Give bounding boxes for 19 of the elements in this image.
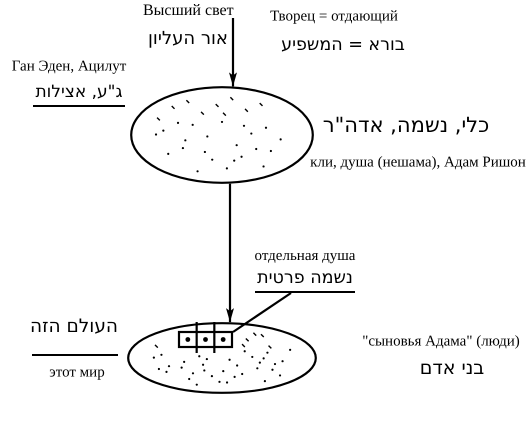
dotted-ellipse: [127, 322, 317, 394]
text-label: отдельная душа: [254, 247, 356, 266]
text-label: כלי, נשמה, אדה"ר: [322, 112, 490, 138]
text-label: "сыновья Адама" (люди): [362, 332, 520, 352]
arrow: [229, 18, 237, 86]
text-label: этот мир: [49, 364, 105, 382]
text-label: בני אדם: [420, 356, 484, 380]
leader-line: [232, 292, 292, 333]
cell-strip: [178, 322, 233, 353]
text-label: Высший свет: [143, 2, 233, 20]
underlined-label: ג"ע, אצילות: [33, 80, 125, 107]
text-label: кли, душа (нешама), Адам Ришон: [310, 154, 526, 172]
text-label: Творец = отдающий: [270, 8, 398, 26]
underlined-label: נשמה פרטית: [255, 266, 355, 293]
text-label: Ган Эден, Ацилут: [12, 58, 126, 76]
text-label: בורא = המשפיע: [281, 34, 405, 56]
text-label: אור העליון: [147, 27, 229, 51]
arrow: [226, 184, 234, 322]
underlined-label: העולם הזה: [32, 313, 118, 356]
